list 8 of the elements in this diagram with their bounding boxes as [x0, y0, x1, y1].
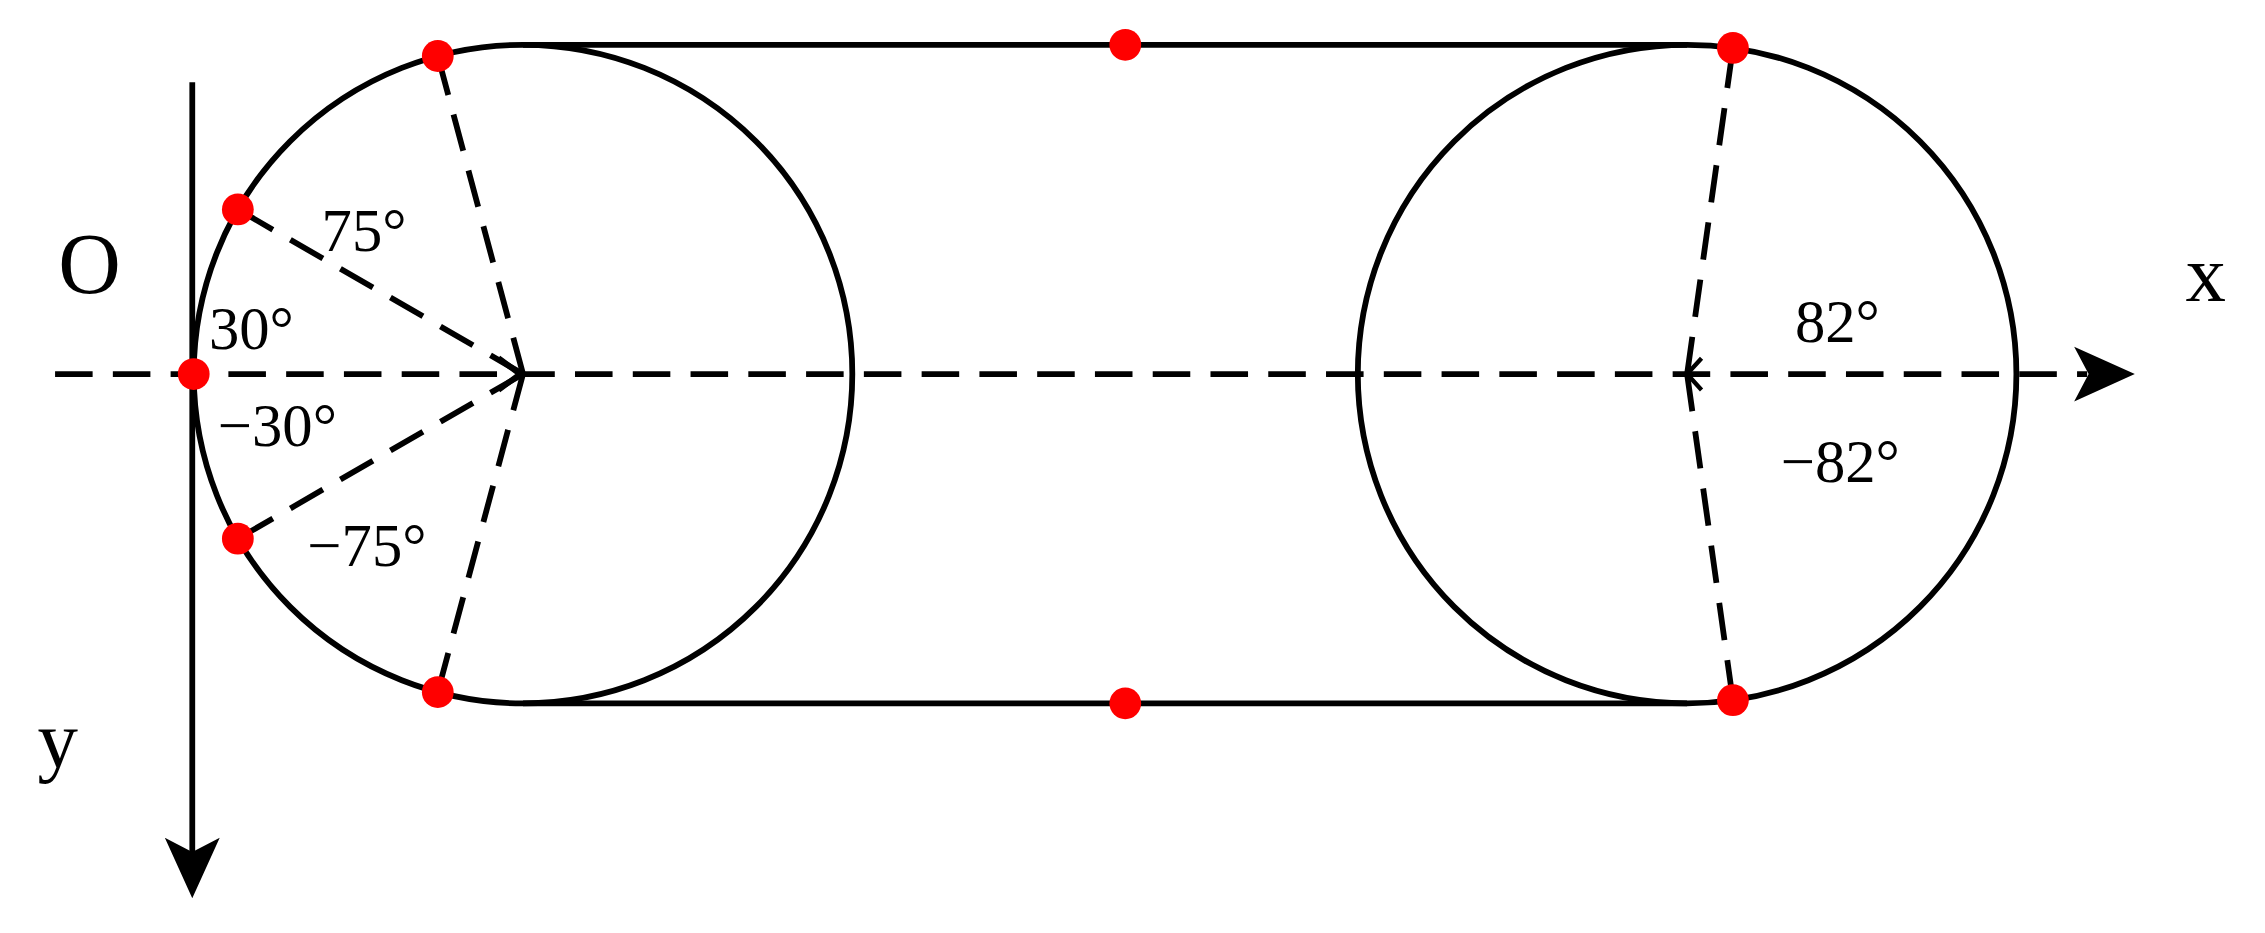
axis-label: O: [58, 221, 121, 308]
angle-label: 30°: [208, 299, 294, 360]
angle-label: 82°: [1794, 291, 1880, 353]
angle-label: −82°: [1780, 431, 1900, 493]
angle-label: −75°: [307, 515, 427, 577]
angle-label: 75°: [321, 200, 407, 262]
angle-label: −30°: [217, 395, 337, 457]
axis-label: x: [2185, 234, 2226, 315]
